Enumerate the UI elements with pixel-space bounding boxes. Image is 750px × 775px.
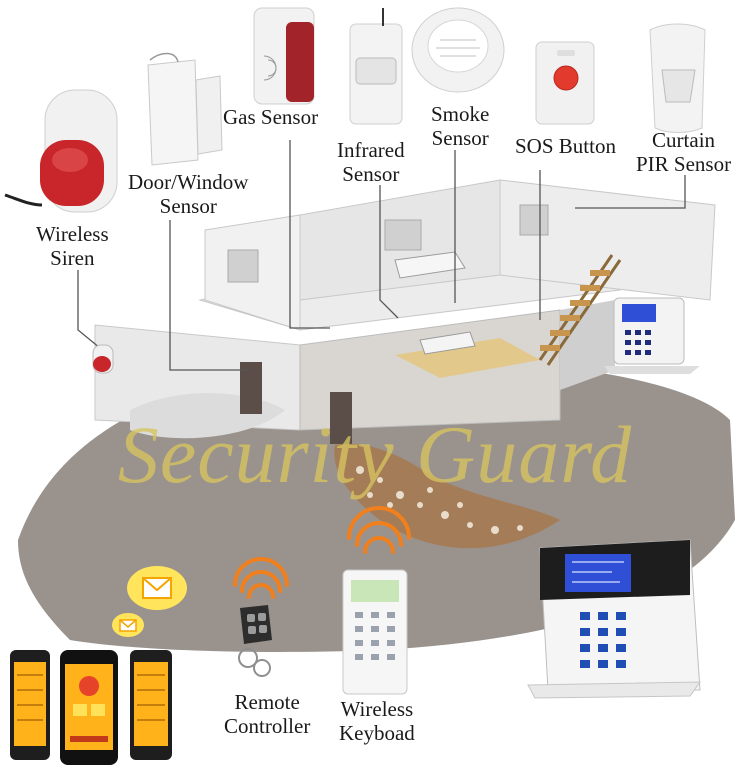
front-door-right: [330, 392, 352, 444]
curtain-pir-sensor-icon: [649, 23, 706, 133]
message-bubble-small-icon: [112, 613, 144, 637]
window-3: [519, 204, 549, 236]
label-infrared-sensor: Infrared Sensor: [337, 138, 405, 186]
house-right-wall: [560, 300, 615, 390]
label-wireless-siren: Wireless Siren: [36, 222, 109, 270]
label-sos-button: SOS Button: [515, 134, 616, 158]
watermark: Security Guard: [117, 409, 633, 500]
sofa: [419, 331, 476, 355]
label-door-window-sensor: Door/Window Sensor: [128, 170, 249, 218]
window-1: [227, 249, 259, 283]
house-control-panel-icon: [604, 297, 700, 374]
remote-signal-icon: [233, 557, 289, 599]
message-bubble-large-icon: [127, 566, 187, 610]
leader-lines: [77, 140, 686, 371]
gravel-path: [334, 443, 560, 549]
smoke-sensor-icon: [411, 7, 505, 93]
label-smoke-sensor: Smoke Sensor: [431, 102, 490, 150]
infrared-sensor-icon: [349, 8, 403, 125]
wireless-siren-icon: [4, 89, 118, 213]
bed: [394, 251, 466, 279]
remote-controller-icon: [238, 605, 272, 677]
label-wireless-keyboard: Wireless Keyboad: [339, 697, 415, 745]
stair-steps: [540, 270, 610, 351]
smartphone-left-icon: [10, 650, 50, 760]
wireless-keyboard-icon: [342, 569, 408, 695]
sos-button-icon: [535, 41, 595, 125]
smartphone-right-icon: [130, 650, 172, 760]
door-window-sensor-icon: [147, 52, 223, 166]
smartphone-center-icon: [60, 650, 118, 765]
living-room-rug: [395, 338, 540, 378]
alarm-panel-icon: [527, 539, 701, 699]
keyboard-signal-icon: [347, 506, 411, 554]
front-door-left: [240, 362, 262, 414]
gas-sensor-icon: [253, 7, 315, 105]
gravel-stones: [356, 466, 523, 534]
label-gas-sensor: Gas Sensor: [223, 105, 319, 129]
window-2: [384, 219, 422, 251]
house-siren-icon: [92, 344, 114, 374]
label-curtain-pir-sensor: Curtain PIR Sensor: [636, 128, 732, 176]
label-remote-controller: Remote Controller: [224, 690, 311, 738]
house-upper-wall-right: [499, 179, 716, 301]
